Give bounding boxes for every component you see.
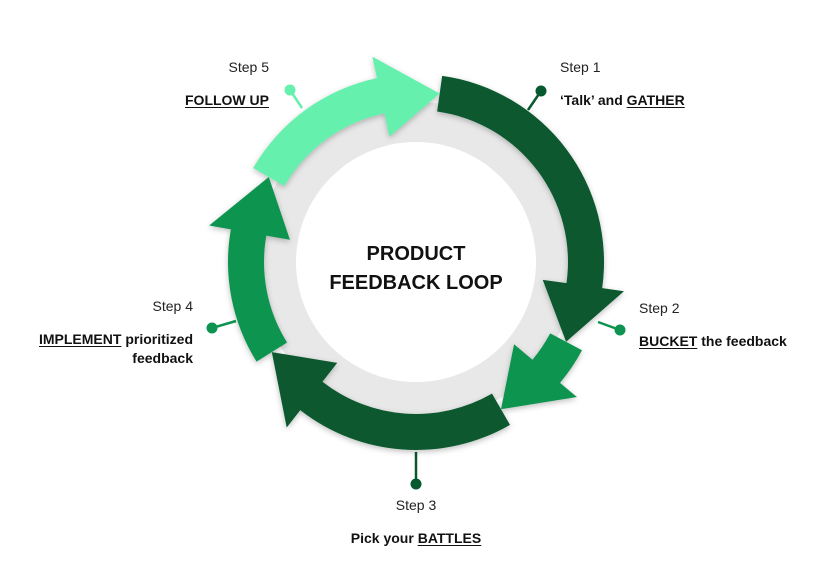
step-1-label: Step 1 ‘Talk’ and GATHER	[560, 58, 685, 110]
step-1-arrow	[437, 75, 624, 342]
step-5-arrow	[253, 56, 440, 186]
step-3-number: Step 3	[395, 497, 437, 513]
step-2-arrow	[501, 333, 582, 410]
step-4-desc-line-2: feedback	[132, 350, 193, 366]
step-5-label: Step 5 FOLLOW UP	[150, 58, 269, 110]
step-1-description: ‘Talk’ and GATHER	[560, 91, 685, 110]
title-line-2: FEEDBACK LOOP	[329, 272, 503, 294]
step-2-desc-text: the feedback	[697, 333, 787, 349]
step-4-description: IMPLEMENT prioritized feedback	[20, 330, 193, 368]
step-3-desc-text: Pick your	[350, 530, 418, 546]
step-5-connector-dot	[284, 84, 296, 96]
step-2-description: BUCKET the feedback	[639, 332, 787, 351]
step-4-number: Step 4	[152, 298, 193, 314]
title-line-1: PRODUCT	[366, 243, 466, 265]
step-3-connector-dot	[410, 478, 422, 490]
step-4-label: Step 4 IMPLEMENT prioritized feedback	[20, 297, 193, 368]
step-2-connector-dot	[614, 324, 626, 336]
step-3-arrow	[271, 352, 510, 450]
step-2-desc-keyword: BUCKET	[639, 333, 698, 349]
step-5-description: FOLLOW UP	[150, 91, 269, 110]
step-5-number: Step 5	[228, 59, 269, 75]
diagram-title: PRODUCT FEEDBACK LOOP	[316, 240, 516, 298]
step-1-desc-keyword: GATHER	[626, 92, 685, 108]
step-3-desc-keyword: BATTLES	[417, 530, 482, 546]
step-4-desc-keyword: IMPLEMENT	[38, 331, 122, 347]
step-3-description: Pick your BATTLES	[316, 529, 516, 548]
step-3-label: Step 3 Pick your BATTLES	[316, 496, 516, 548]
step-4-arrow	[209, 177, 290, 362]
step-4-desc-text: prioritized	[121, 331, 193, 347]
center-disc	[296, 142, 536, 382]
step-5-desc-keyword: FOLLOW UP	[185, 92, 269, 108]
step-4-connector-dot	[206, 322, 218, 334]
step-2-label: Step 2 BUCKET the feedback	[639, 299, 787, 351]
step-1-number: Step 1	[560, 59, 601, 75]
step-2-number: Step 2	[639, 300, 680, 316]
step-1-desc-text: ‘Talk’ and	[560, 92, 627, 108]
step-1-connector-dot	[535, 85, 547, 97]
